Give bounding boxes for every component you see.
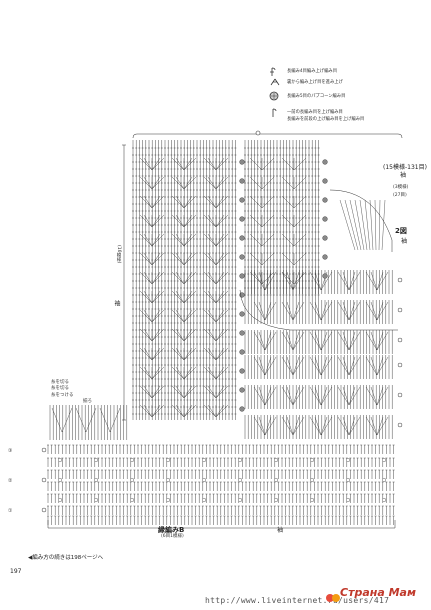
edge-note-c: 糸をつける [51, 393, 74, 398]
edge-note-b: 糸を切る [51, 386, 69, 391]
chain-up-icon [270, 67, 276, 76]
bottom-center-label: 縁編みB [158, 526, 185, 534]
figure-label: 2図 [395, 227, 407, 235]
inner-corner [239, 289, 398, 331]
count-label-small: (3模様) [393, 185, 409, 190]
chain-lean-icon [270, 78, 280, 86]
row-marker-3: ③ [8, 448, 13, 454]
legend-item-3: 長編み5目のパプコーン編み目 [287, 94, 346, 99]
edge-note-mid: 揃ろ [83, 399, 92, 404]
count-label-small2: (27目) [393, 193, 407, 198]
popcorn-icon [269, 91, 279, 101]
left-bracket [122, 144, 126, 421]
legend-item-2: 裏から編み上げ目を進み上げ [287, 80, 343, 85]
cluster-icon [272, 108, 277, 117]
legend-item-5: 長編みを前段の上げ編み目を上げ編み目 [287, 117, 365, 122]
continuation-note: ◀編み方の続きは198ページへ [28, 555, 104, 561]
chart-grid [47, 140, 395, 525]
watermark: Страна Мам [340, 586, 416, 599]
watermark-logo-icon [326, 594, 340, 602]
page-number: 197 [10, 568, 22, 575]
bottom-bracket [47, 520, 396, 529]
top-center-mark [255, 130, 261, 136]
edge-note-a: 糸を切る [51, 380, 69, 385]
side-label: 袖 [113, 300, 120, 306]
top-bracket [132, 133, 403, 139]
count-label-right: 袖 [400, 172, 407, 179]
corner-curve [329, 189, 393, 252]
legend-item-1: 長編み4目編み上げ編み目 [287, 69, 337, 74]
row-markers [41, 159, 403, 513]
figure-sub: 袖 [401, 238, 408, 245]
count-label-top: (15模様-131目) [383, 164, 427, 171]
bottom-right-label: 袖 [277, 527, 284, 534]
legend-item-4: 一前の長編み目を上げ編み目 [287, 110, 343, 115]
left-vertical-count: (16模様) [116, 245, 121, 264]
bottom-center-sub: (6目1模様) [161, 534, 184, 539]
row-marker-2: ② [8, 478, 13, 484]
row-marker-1: ① [8, 508, 13, 514]
source-url[interactable]: http://www.liveinternet.ru/users/417 [205, 596, 390, 605]
fan-motifs [51, 157, 389, 436]
